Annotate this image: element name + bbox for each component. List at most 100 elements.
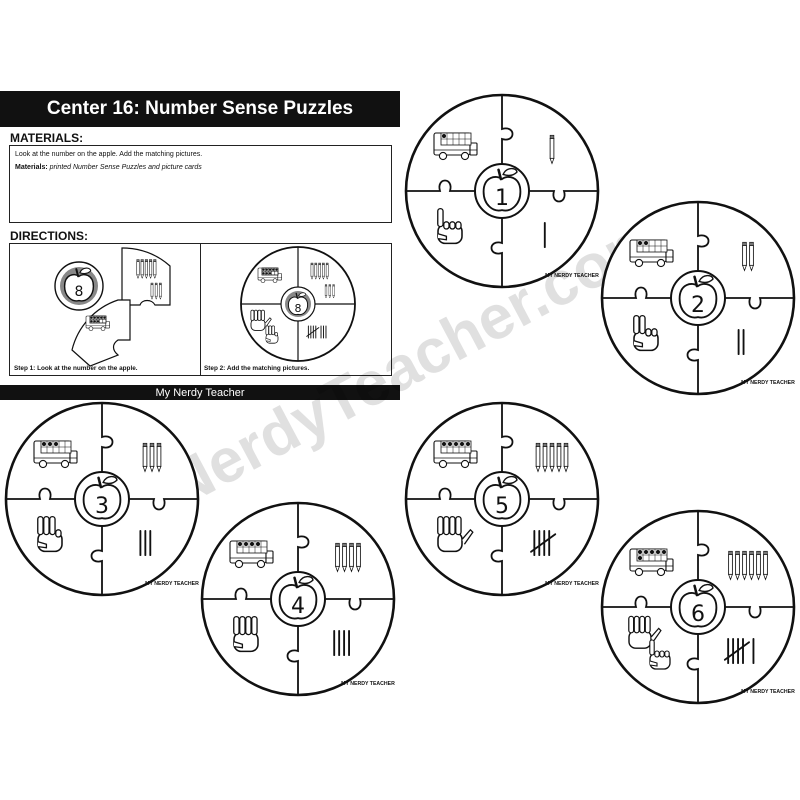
puzzle-brand-label: MY NERDY TEACHER — [741, 380, 795, 386]
puzzle-cut-left — [406, 179, 475, 192]
number-puzzle: 5 MY NERDY TEACHER — [404, 401, 600, 597]
pencil-icon — [742, 241, 747, 272]
pencil-icon — [324, 284, 328, 299]
counting-hand-icon — [633, 314, 659, 352]
ten-frame-icon — [440, 132, 472, 146]
ten-frame-icon — [261, 267, 279, 276]
pencil-icon — [349, 542, 354, 573]
puzzle-brand-label: MY NERDY TEACHER — [145, 581, 199, 587]
ten-frame-icon — [636, 548, 668, 562]
puzzle-cut-right — [529, 498, 598, 511]
puzzle-brand-label: MY NERDY TEACHER — [545, 581, 599, 587]
pencil-icon — [749, 241, 754, 272]
footer-brand: My Nerdy Teacher — [0, 385, 400, 400]
puzzle-brand-label: MY NERDY TEACHER — [545, 273, 599, 279]
puzzle-cut-right — [725, 297, 794, 310]
number-puzzle: 3 MY NERDY TEACHER — [4, 401, 200, 597]
pencil-icon — [549, 442, 555, 473]
puzzle-cut-top — [697, 511, 710, 580]
ten-frame-icon — [236, 540, 268, 554]
puzzle-number: 3 — [95, 494, 109, 519]
puzzle-cut-top — [297, 503, 310, 572]
pencil-icon — [314, 262, 318, 280]
example-completed-puzzle: 8 — [240, 246, 356, 362]
puzzle-brand-label: MY NERDY TEACHER — [741, 689, 795, 695]
materials-value: printed Number Sense Puzzles and picture… — [49, 164, 202, 171]
puzzle-cut-left — [602, 595, 671, 608]
puzzle-cut-bottom — [90, 526, 103, 595]
puzzle-cut-left — [406, 487, 475, 500]
pencil-icon — [749, 550, 754, 581]
number-puzzle: 4 MY NERDY TEACHER — [200, 501, 396, 697]
pencil-icon — [154, 282, 158, 300]
puzzle-cut-left — [6, 487, 75, 500]
pencil-icon — [149, 442, 155, 473]
example-number: 8 — [75, 284, 84, 300]
pencil-icon — [136, 259, 140, 279]
pencil-icon — [328, 284, 331, 299]
number-puzzle: 6 MY NERDY TEACHER — [600, 509, 796, 705]
counting-hand-icon — [250, 309, 272, 331]
pencil-icon — [332, 284, 335, 299]
materials-instruction: Look at the number on the apple. Add the… — [15, 151, 203, 158]
ten-frame-icon — [89, 315, 107, 324]
number-puzzle: 1 MY NERDY TEACHER — [404, 93, 600, 289]
counting-hand-icon — [37, 515, 63, 553]
pencil-icon — [140, 259, 144, 279]
puzzle-cut-top — [101, 403, 114, 472]
step-2-caption: Step 2: Add the matching pictures. — [204, 365, 310, 372]
ten-frame-icon — [440, 440, 472, 454]
pencil-icon — [310, 262, 314, 280]
puzzle-cut-bottom — [490, 526, 503, 595]
pencil-icon — [756, 550, 761, 581]
tally-marks-icon — [723, 637, 755, 665]
materials-heading: MATERIALS: — [10, 131, 84, 145]
pencil-icon — [542, 442, 548, 473]
pencil-icon — [142, 442, 148, 473]
puzzle-cut-bottom — [286, 626, 299, 695]
puzzle-cut-top — [697, 202, 710, 271]
pencil-icon — [318, 262, 321, 280]
pencil-icon — [325, 262, 329, 280]
tally-marks-icon — [737, 328, 745, 356]
pencil-icon — [735, 550, 740, 581]
example-bus-piece — [71, 299, 131, 367]
directions-divider — [200, 244, 201, 375]
pencil-icon — [335, 542, 340, 573]
pencil-icon — [148, 259, 153, 279]
puzzle-cut-top — [501, 403, 514, 472]
tally-marks-icon — [333, 629, 350, 657]
pencil-icon — [150, 282, 154, 300]
example-number: 8 — [295, 302, 302, 315]
puzzle-number: 1 — [495, 186, 509, 211]
puzzle-brand-label: MY NERDY TEACHER — [341, 681, 395, 687]
pencil-icon — [563, 442, 569, 473]
counting-hand-icon — [437, 207, 463, 245]
counting-hand-icon — [628, 615, 662, 649]
pencil-icon — [156, 442, 162, 473]
pencil-icon — [549, 134, 555, 165]
pencil-icon — [728, 550, 733, 581]
page-title: Center 16: Number Sense Puzzles — [0, 91, 400, 127]
directions-example-illustrations: 88 — [54, 246, 356, 367]
puzzle-cut-left — [202, 587, 271, 600]
tally-marks-icon — [306, 325, 327, 339]
materials-label: Materials: — [15, 164, 48, 171]
directions-heading: DIRECTIONS: — [10, 229, 88, 243]
puzzle-number: 6 — [691, 602, 705, 627]
pencil-icon — [535, 442, 541, 473]
puzzle-cut-right — [529, 190, 598, 203]
puzzle-cut-left — [602, 286, 671, 299]
puzzle-cut-bottom — [686, 634, 699, 703]
materials-box: Look at the number on the apple. Add the… — [9, 145, 392, 223]
pencil-icon — [342, 542, 347, 573]
puzzle-number: 4 — [291, 594, 305, 619]
puzzle-cut-top — [501, 95, 514, 164]
tally-marks-icon — [530, 529, 557, 557]
pencil-icon — [556, 442, 562, 473]
step-1-caption: Step 1: Look at the number on the apple. — [14, 365, 138, 372]
counting-hand-icon — [437, 515, 474, 553]
puzzle-number: 5 — [495, 494, 509, 519]
pencil-icon — [153, 259, 157, 279]
